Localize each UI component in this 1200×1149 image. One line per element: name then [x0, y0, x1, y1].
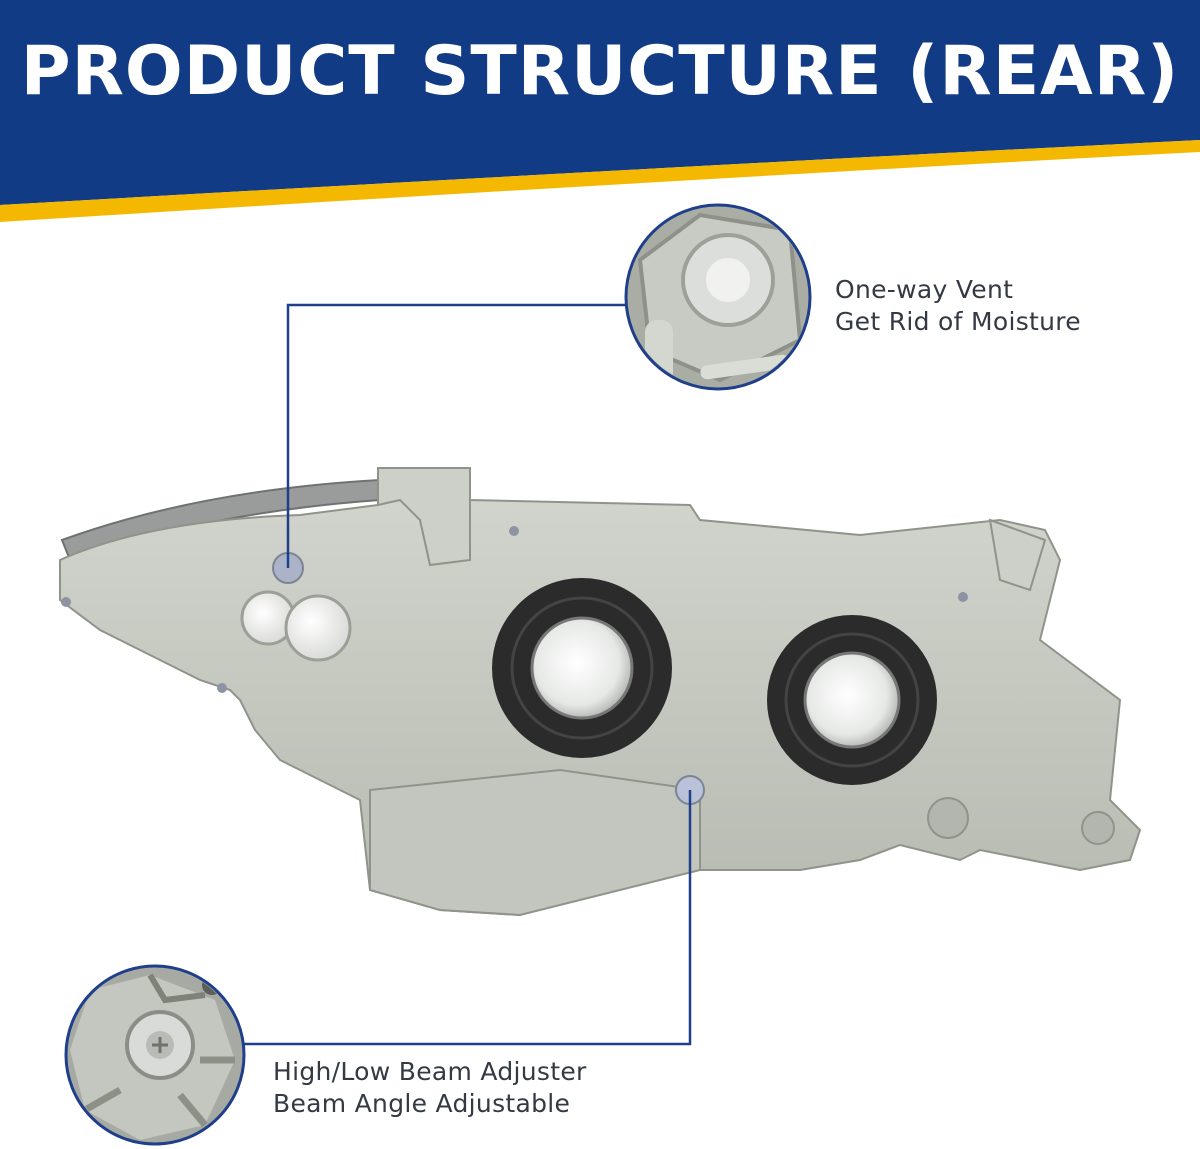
rear-socket	[1081, 811, 1115, 845]
screw	[217, 683, 227, 693]
adjuster-callout: High/Low Beam Adjuster Beam Angle Adjust…	[273, 1056, 587, 1120]
header-banner	[0, 0, 1200, 222]
adjuster-zoom-circle	[64, 964, 246, 1146]
screw	[61, 597, 71, 607]
page-title: PRODUCT STRUCTURE (REAR)	[20, 32, 1180, 111]
vent-callout-title: One-way Vent	[835, 275, 1014, 304]
lower-module	[369, 768, 701, 917]
vent-zoom-circle	[624, 203, 812, 391]
banner-blue-band	[0, 0, 1200, 205]
adjuster-leader-line	[244, 790, 692, 1046]
vent-leader-line	[286, 303, 628, 568]
vent-callout: One-way Vent Get Rid of Moisture	[835, 274, 1081, 338]
lens-right	[803, 651, 901, 749]
gasket-right-ring	[784, 632, 920, 768]
vent-callout-desc: Get Rid of Moisture	[835, 307, 1081, 336]
banner-yellow-stripe	[0, 140, 1200, 222]
screw	[958, 592, 968, 602]
screw	[509, 526, 519, 536]
gasket-left-ring	[510, 596, 654, 740]
small-bulb-right	[284, 594, 352, 662]
lens-left	[530, 616, 634, 720]
adjuster-callout-title: High/Low Beam Adjuster	[273, 1057, 587, 1086]
rear-socket	[927, 797, 969, 839]
top-bracket	[377, 467, 471, 567]
right-bracket	[988, 518, 1047, 592]
adjuster-callout-desc: Beam Angle Adjustable	[273, 1089, 571, 1118]
